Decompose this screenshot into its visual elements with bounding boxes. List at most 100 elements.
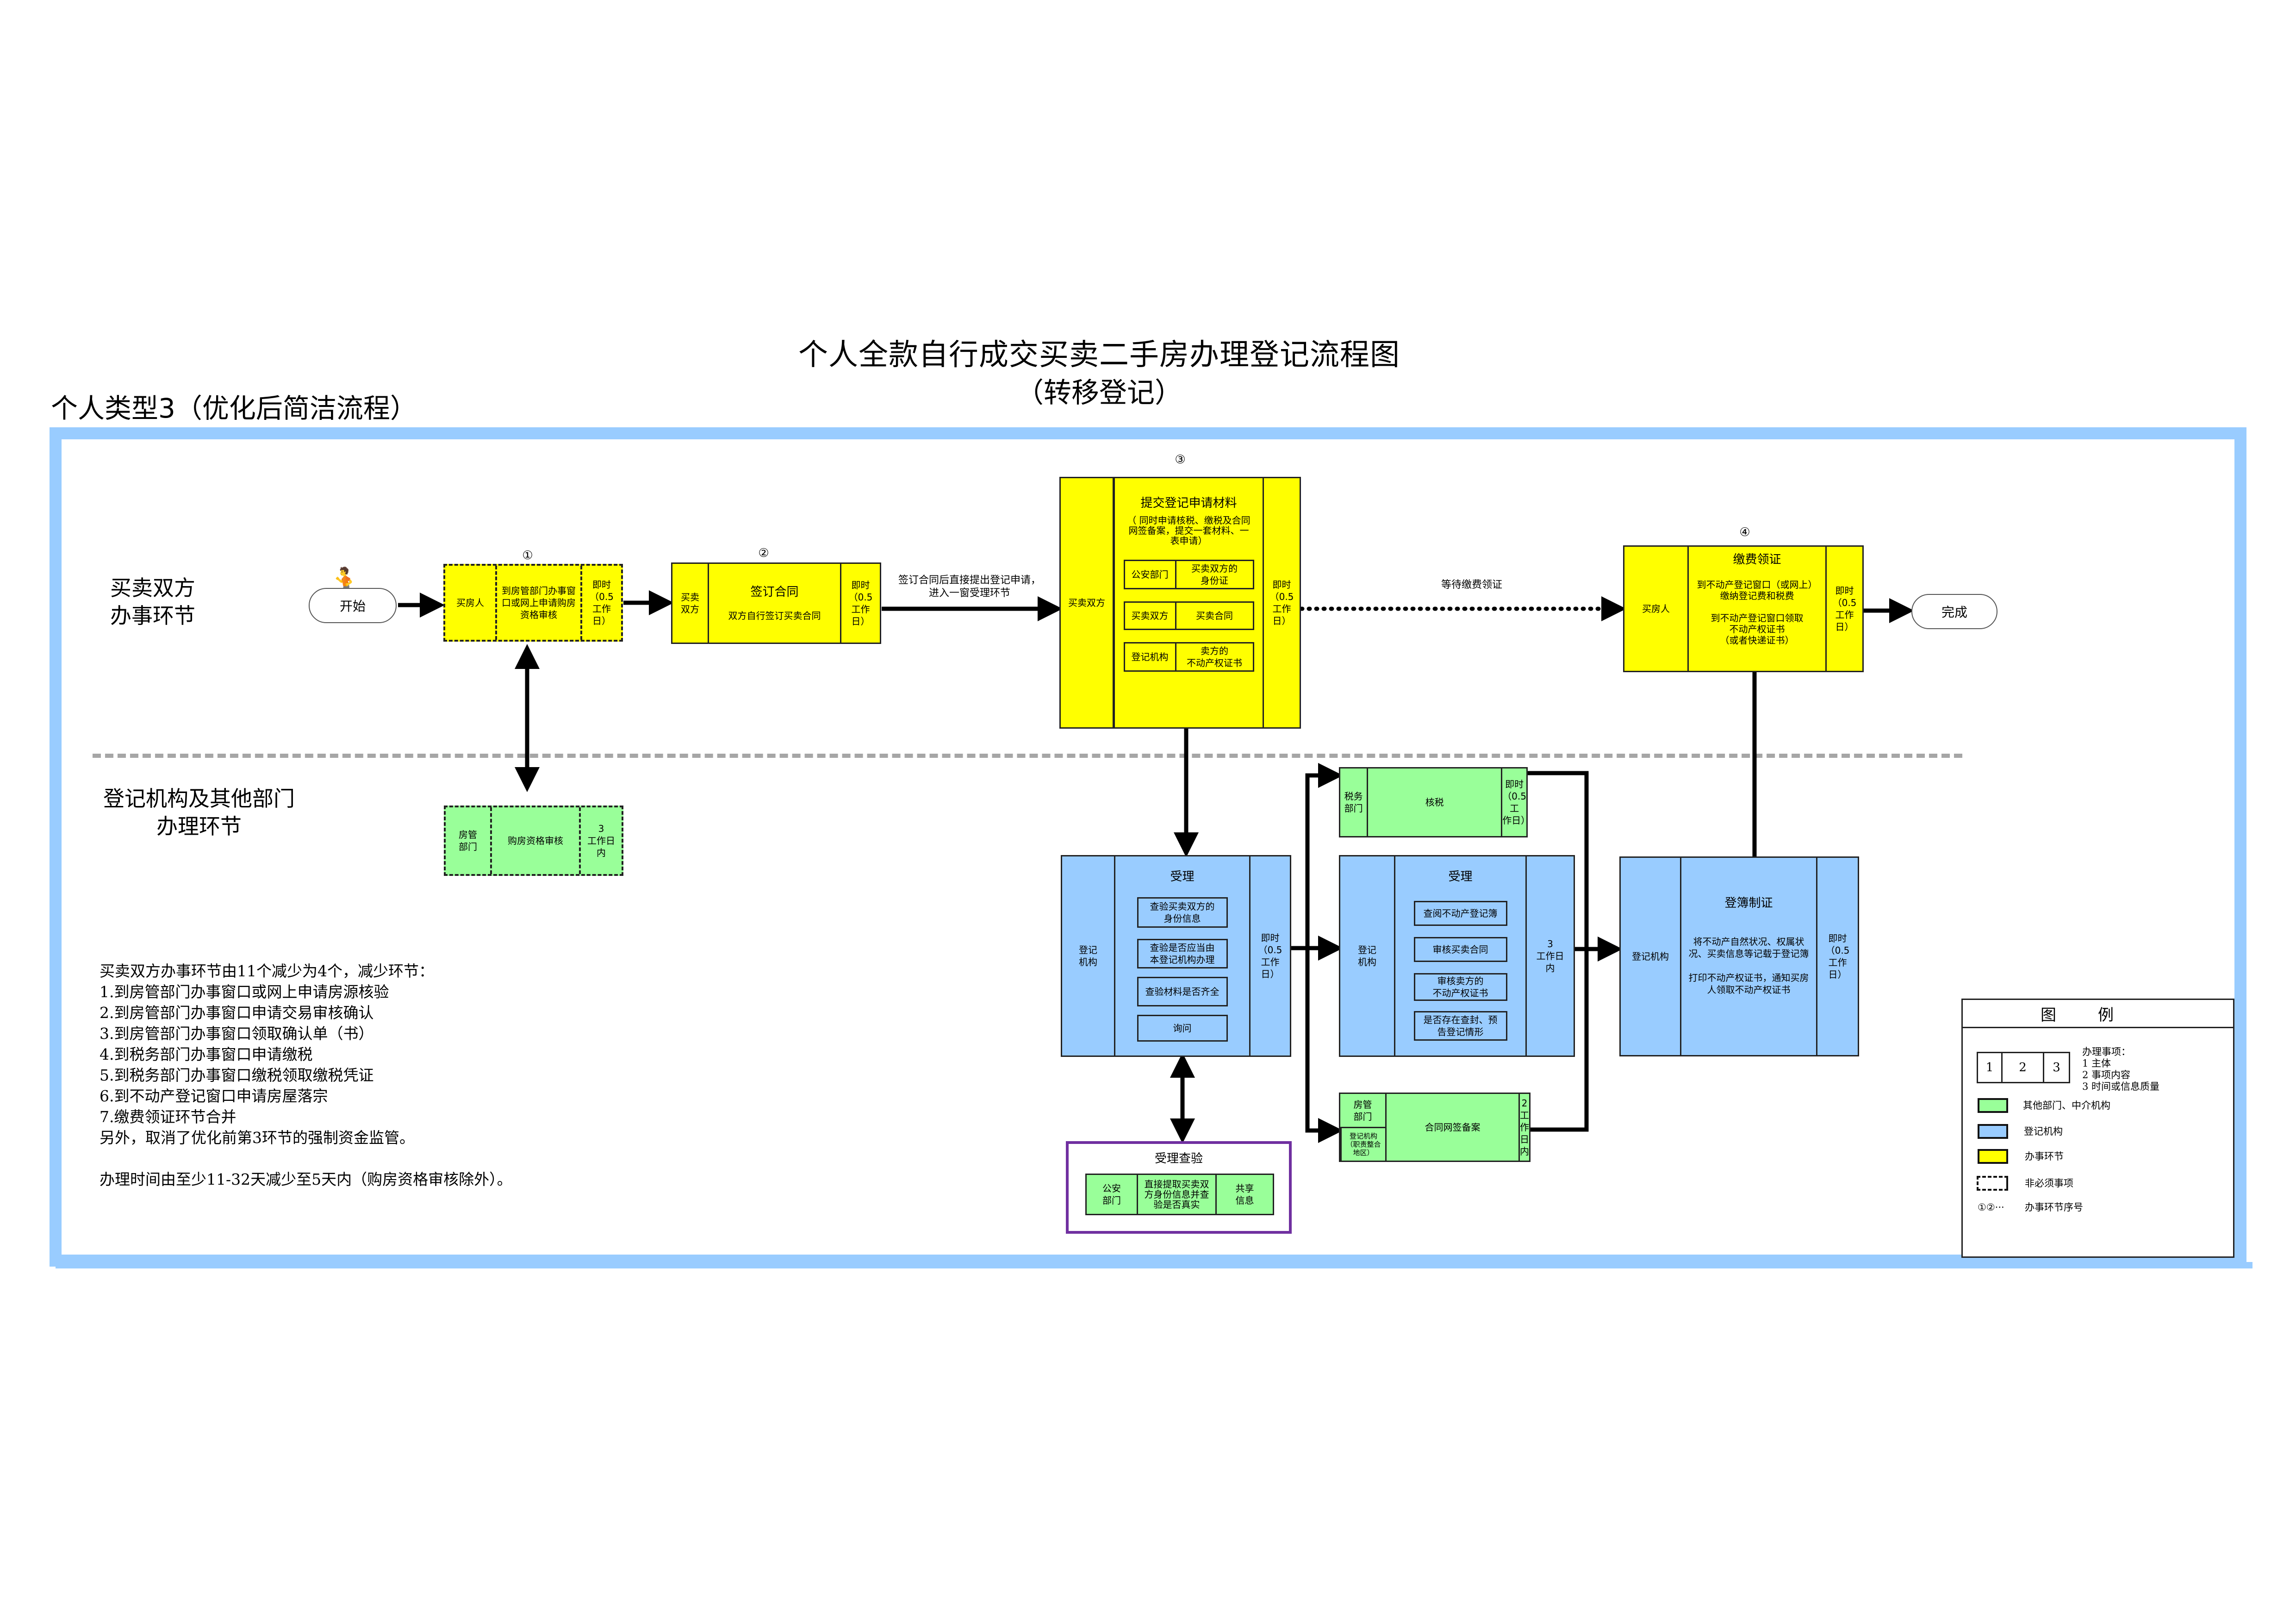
tax-time: 即时 （0.5工 作日） [1501, 768, 1530, 836]
acceptance-item: 查验是否应当由 本登记机构办理 [1137, 939, 1228, 968]
step3-heading: 提交登记申请材料 [1140, 496, 1237, 510]
diagram-subtitle: （转移登记） [1016, 377, 1182, 409]
acceptance-item: 询问 [1137, 1015, 1228, 1042]
step2-time: 即时 （0.5 工作 日） [840, 564, 880, 643]
diagram-title: 个人全款自行成交买卖二手房办理登记流程图 [798, 338, 1400, 372]
acceptance-heading: 受理 [1170, 870, 1195, 884]
legend-seq-symbol: ①②··· [1978, 1202, 2004, 1213]
legend-label: 办事环节 [2025, 1151, 2064, 1162]
step2-seq: ② [758, 546, 769, 560]
step1-box: 买房人 到房管部门办事窗 口或网上申请购房 资格审核 即时 （0.5 工作 日） [443, 564, 623, 642]
registration-content: 将不动产自然状况、权属状 况、买卖信息等记载于登记簿 打印不动产权证书，通知买房… [1688, 936, 1809, 995]
lane-label-agencies: 登记机构及其他部门 办理环节 [103, 786, 295, 839]
review-heading: 受理 [1448, 870, 1473, 884]
step3-time: 即时 （0.5 工作 日） [1263, 478, 1300, 727]
legend-swatch-yellow [1978, 1149, 2008, 1164]
label-sign-to-submit: 签订合同后直接提出登记申请， 进入一窗受理环节 [898, 575, 1041, 599]
joint-check-box: 受理查验 公安 部门 直接提取买卖双 方身份信息并查 验是否真实 共享 信息 [1066, 1141, 1292, 1234]
start-terminal: 开始 [309, 588, 397, 623]
end-label: 完成 [1941, 605, 1967, 620]
step3-actor: 买卖双方 [1068, 597, 1105, 608]
end-terminal: 完成 [1911, 594, 1997, 629]
material-item: 卖方的 不动产权证书 [1175, 643, 1253, 670]
registration-heading: 登簿制证 [1724, 896, 1773, 910]
step2-actor: 买卖 双方 [681, 592, 699, 615]
material-item: 买卖双方的 身份证 [1175, 561, 1253, 588]
joint-check-time: 共享 信息 [1215, 1175, 1273, 1214]
acceptance-item: 查验买卖双方的 身份信息 [1137, 897, 1228, 928]
legend-label: 其他部门、中介机构 [2023, 1100, 2110, 1111]
qualification-box: 房管 部门 购房资格审核 3 工作日 内 [444, 806, 623, 876]
step2-content: 双方自行签订买卖合同 [728, 610, 821, 621]
legend-swatch-dashed [1977, 1176, 2008, 1191]
legend-cell: 3 [2043, 1053, 2069, 1082]
legend-cell: 2 [2001, 1053, 2043, 1082]
step4-seq: ④ [1739, 525, 1750, 539]
filing-actor-top: 房管 部门 [1340, 1094, 1385, 1128]
tax-box: 税务 部门 核税 即时 （0.5工 作日） [1339, 767, 1530, 837]
review-item: 审核卖方的 不动产权证书 [1413, 973, 1507, 1001]
review-item: 查阅不动产登记簿 [1413, 901, 1507, 926]
legend-swatch-blue [1978, 1124, 2008, 1139]
step2-box: 买卖 双方 签订合同 双方自行签订买卖合同 即时 （0.5 工作 日） [671, 562, 881, 644]
time-note: 办理时间由至少11-32天减少至5天内（购房资格审核除外）。 [100, 1170, 512, 1188]
step4-heading: 缴费领证 [1733, 553, 1781, 567]
legend-label: 登记机构 [2024, 1126, 2063, 1137]
step1-time: 即时 （0.5 工作 日） [580, 566, 621, 640]
process-type-label: 个人类型3（优化后简洁流程） [51, 393, 417, 424]
joint-check-actor: 公安 部门 [1102, 1183, 1121, 1206]
step4-content: 到不动产登记窗口（或网上） 缴纳登记费和税费 到不动产登记窗口领取 不动产权证书… [1697, 579, 1817, 646]
acceptance-item: 查验材料是否齐全 [1137, 977, 1228, 1006]
step4-time: 即时 （0.5 工作 日） [1825, 547, 1862, 671]
acceptance-time: 即时 （0.5 工作 日） [1249, 856, 1290, 1056]
filing-content: 合同网签备案 [1385, 1094, 1518, 1161]
material-row: 登记机构 卖方的 不动产权证书 [1123, 642, 1254, 672]
tax-content: 核税 [1367, 768, 1501, 836]
legend-cell: 1 [1985, 1060, 1994, 1074]
tax-actor: 税务 部门 [1344, 791, 1363, 814]
joint-check-row: 公安 部门 直接提取买卖双 方身份信息并查 验是否真实 共享 信息 [1085, 1174, 1274, 1215]
label-wait-fee: 等待缴费领证 [1441, 579, 1502, 591]
step3-content: （ 同时申请核税、缴税及合同 网签备案，提交一套材料、一 表申请） [1127, 515, 1251, 546]
step1-seq: ① [522, 549, 533, 562]
material-row: 公安部门 买卖双方的 身份证 [1123, 560, 1254, 589]
legend-swatch-green [1978, 1098, 2008, 1113]
registration-time: 即时 （0.5 工作 日） [1816, 858, 1858, 1055]
review-item: 审核买卖合同 [1413, 937, 1507, 962]
qualification-content: 购房资格审核 [490, 807, 579, 874]
contract-filing-box: 房管 部门 登记机构 （职责整合 地区） 合同网签备案 2 工作日 内 [1339, 1093, 1531, 1162]
legend-label: 办事环节序号 [2025, 1202, 2083, 1213]
material-row: 买卖双方 买卖合同 [1123, 601, 1254, 630]
step4-actor: 买房人 [1642, 603, 1670, 614]
legend-sample-box: 1 2 3 [1977, 1052, 2070, 1083]
review-item: 是否存在查封、预 告登记情形 [1413, 1011, 1507, 1041]
legend-title: 图例 [1963, 1000, 2233, 1028]
qualification-actor: 房管 部门 [459, 829, 477, 852]
filing-time: 2 工作日 内 [1518, 1094, 1529, 1161]
registration-box: 登记机构 登簿制证 将不动产自然状况、权属状 况、买卖信息等记载于登记簿 打印不… [1619, 856, 1859, 1056]
step1-content: 到房管部门办事窗 口或网上申请购房 资格审核 [495, 566, 580, 640]
filing-actor-bottom: 登记机构 （职责整合 地区） [1340, 1128, 1385, 1161]
step4-box: 买房人 缴费领证 到不动产登记窗口（或网上） 缴纳登记费和税费 到不动产登记窗口… [1623, 545, 1864, 672]
acceptance-actor: 登记 机构 [1079, 944, 1097, 968]
material-source: 买卖双方 [1131, 610, 1169, 621]
joint-check-heading: 受理查验 [1154, 1152, 1203, 1166]
review-box: 登记 机构 受理 查阅不动产登记簿 审核买卖合同 审核卖方的 不动产权证书 是否… [1339, 855, 1575, 1057]
step2-heading: 签订合同 [750, 585, 799, 599]
qualification-time: 3 工作日 内 [579, 807, 622, 874]
lane-divider [93, 754, 1962, 758]
material-source: 公安部门 [1131, 569, 1169, 580]
step1-actor: 买房人 [456, 597, 484, 608]
joint-check-content: 直接提取买卖双 方身份信息并查 验是否真实 [1137, 1175, 1215, 1214]
lane-label-parties: 买卖双方 办事环节 [110, 575, 195, 628]
reduction-notes: 买卖双方办事环节由11个减少为4个，减少环节： 1.到房管部门办事窗口或网上申请… [100, 962, 434, 1147]
material-item: 买卖合同 [1175, 603, 1253, 629]
step3-seq: ③ [1175, 453, 1186, 467]
step3-box: 买卖双方 提交登记申请材料 （ 同时申请核税、缴税及合同 网签备案，提交一套材料… [1059, 477, 1301, 729]
legend-sample-desc: 办理事项： 1 主体 2 事项内容 3 时间或信息质量 [2082, 1046, 2160, 1092]
acceptance-box: 登记 机构 受理 查验买卖双方的 身份信息 查验是否应当由 本登记机构办理 查验… [1061, 855, 1291, 1057]
material-source: 登记机构 [1131, 651, 1169, 662]
diagram-frame [50, 427, 2246, 1267]
legend: 图例 1 2 3 办理事项： 1 主体 2 事项内容 3 时间或信息质量 其他部… [1961, 999, 2234, 1258]
review-actor: 登记 机构 [1358, 944, 1376, 968]
